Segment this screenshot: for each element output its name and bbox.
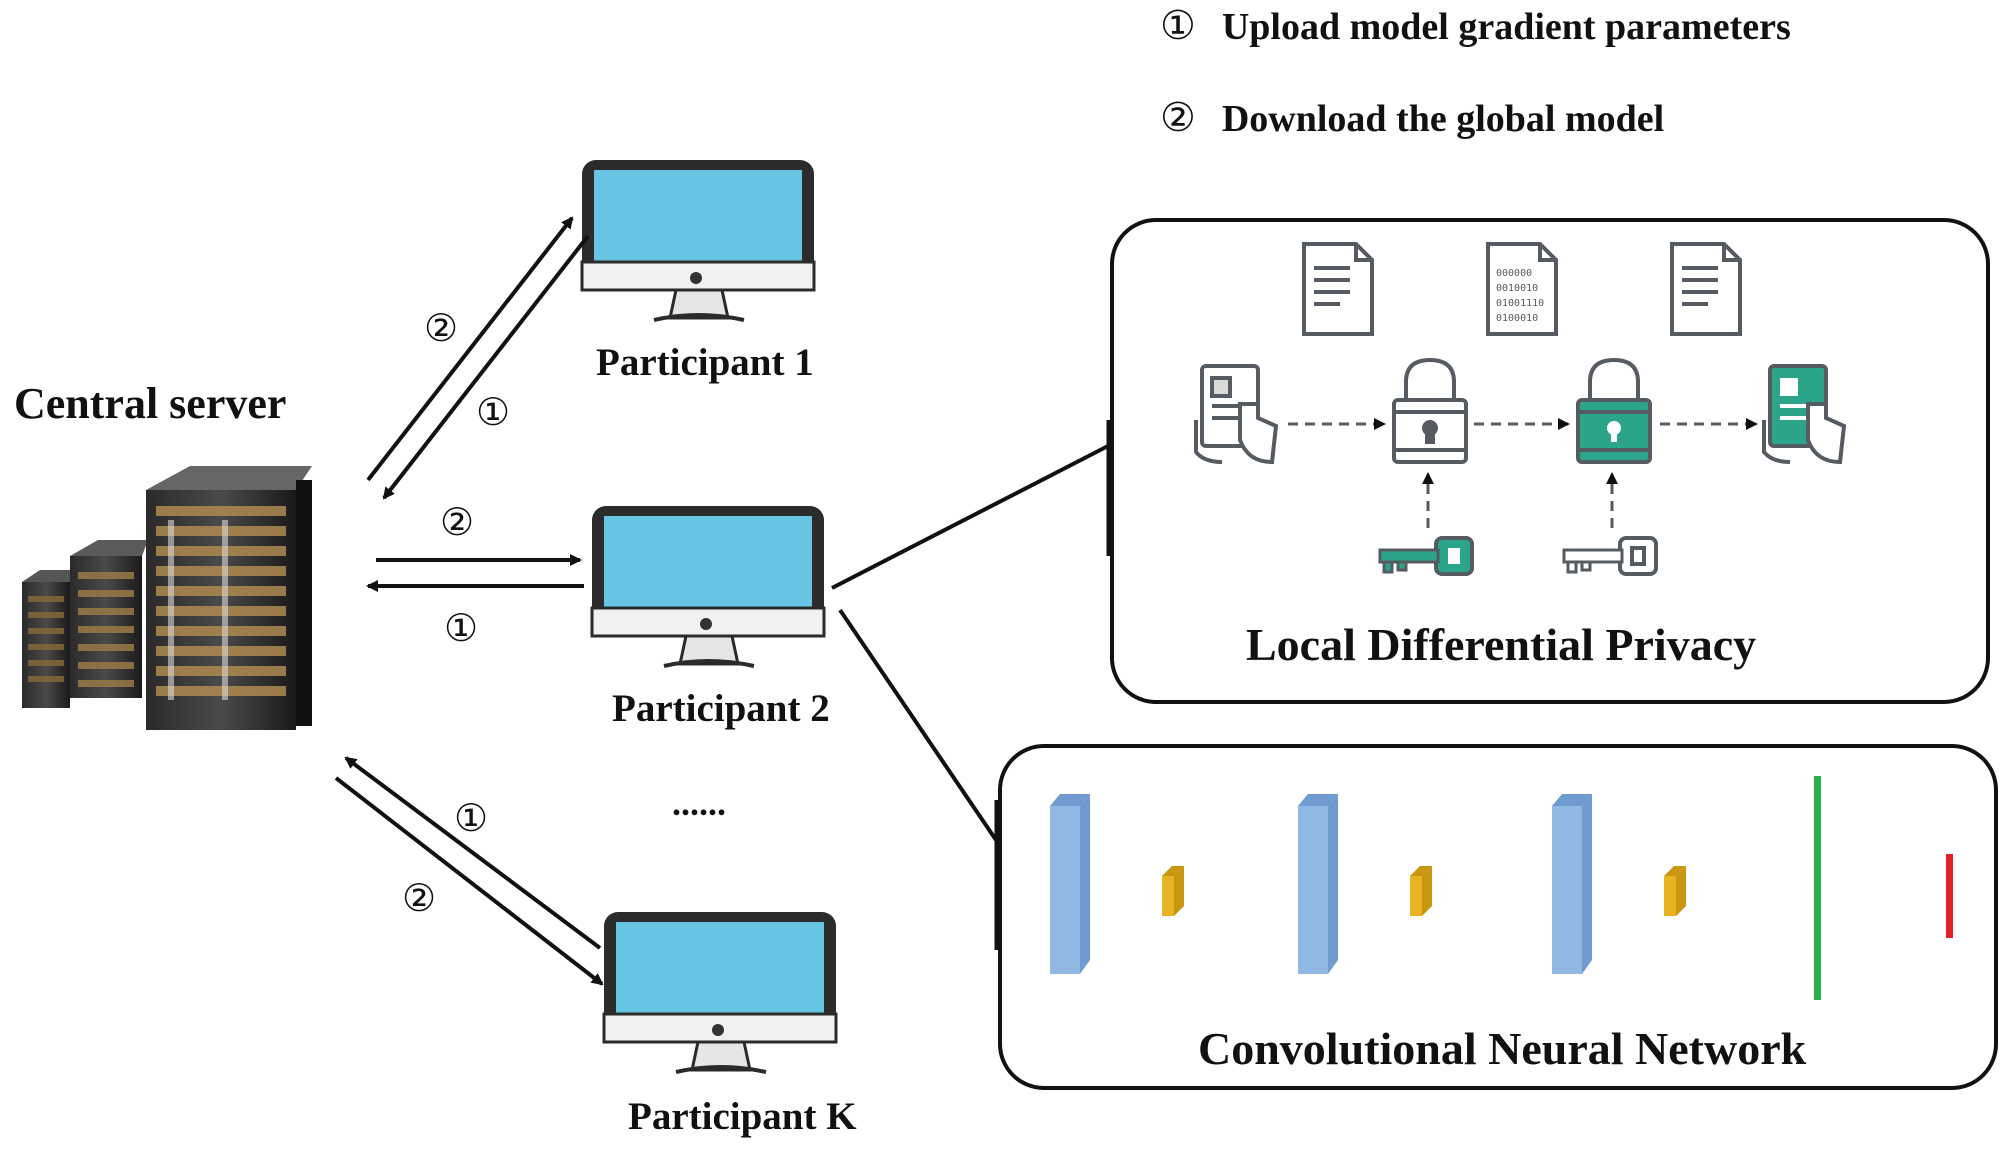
participant-2-label: Participant 2 xyxy=(612,687,830,730)
p2-upload-marker: ① xyxy=(444,608,479,650)
conv-layer-2 xyxy=(1298,794,1338,974)
p1-upload-marker: ① xyxy=(476,392,511,434)
document-icon xyxy=(1302,242,1374,336)
connector-to-cnn xyxy=(838,608,998,842)
key-teal-icon xyxy=(1378,536,1474,576)
ldp-panel-title: Local Differential Privacy xyxy=(1246,619,1757,670)
binary-line-4: 0100010 xyxy=(1496,313,1538,324)
p1-upload-arrow xyxy=(382,234,590,500)
conv-layer-1 xyxy=(1050,794,1090,974)
participant-1-label: Participant 1 xyxy=(596,341,814,384)
legend-upload: ① Upload model gradient parameters xyxy=(1160,2,1791,49)
binary-line-1: 000000 xyxy=(1496,268,1532,279)
lock-icon xyxy=(1392,357,1468,464)
participant-ellipsis: ...... xyxy=(672,783,726,823)
legend-upload-text: Upload model gradient parameters xyxy=(1221,6,1791,48)
pool-layer-3 xyxy=(1664,866,1686,916)
pk-upload-arrow xyxy=(344,756,602,950)
pk-upload-marker: ① xyxy=(454,798,489,840)
participant-k-label: Participant K xyxy=(628,1095,857,1138)
hand-tablet-icon xyxy=(1194,364,1279,465)
pool-layer-2 xyxy=(1410,866,1432,916)
central-server-label: Central server xyxy=(14,379,287,428)
p1-download-marker: ② xyxy=(424,308,459,350)
participant-k-monitor-icon xyxy=(602,912,838,1074)
fully-connected-layer xyxy=(1814,776,1821,1000)
legend-download: ② Download the global model xyxy=(1160,94,1664,141)
server-rack-icon xyxy=(22,466,312,730)
p2-download-marker: ② xyxy=(440,502,475,544)
participant-1-monitor-icon xyxy=(580,160,816,322)
p1-download-arrow xyxy=(366,216,574,482)
pool-layer-1 xyxy=(1162,866,1184,916)
cnn-panel-title: Convolutional Neural Network xyxy=(1198,1023,1807,1074)
legend-upload-marker: ① xyxy=(1160,3,1196,48)
document-icon xyxy=(1670,242,1742,336)
binary-document-icon: 000000 0010010 01001110 0100010 xyxy=(1486,242,1558,336)
binary-line-2: 0010010 xyxy=(1496,283,1538,294)
pk-download-marker: ② xyxy=(402,878,437,920)
output-layer xyxy=(1946,854,1953,938)
cnn-layers xyxy=(1050,776,1953,1000)
legend-download-marker: ② xyxy=(1160,95,1196,140)
binary-line-3: 01001110 xyxy=(1496,298,1544,309)
pk-download-arrow xyxy=(334,776,604,986)
hand-tablet-encrypted-icon xyxy=(1762,364,1847,465)
legend-download-text: Download the global model xyxy=(1221,98,1665,140)
key-outline-icon xyxy=(1562,536,1658,576)
connector-to-ldp xyxy=(831,444,1109,590)
participant-2-monitor-icon xyxy=(590,506,826,668)
encrypted-lock-icon xyxy=(1576,357,1652,464)
conv-layer-3 xyxy=(1552,794,1592,974)
